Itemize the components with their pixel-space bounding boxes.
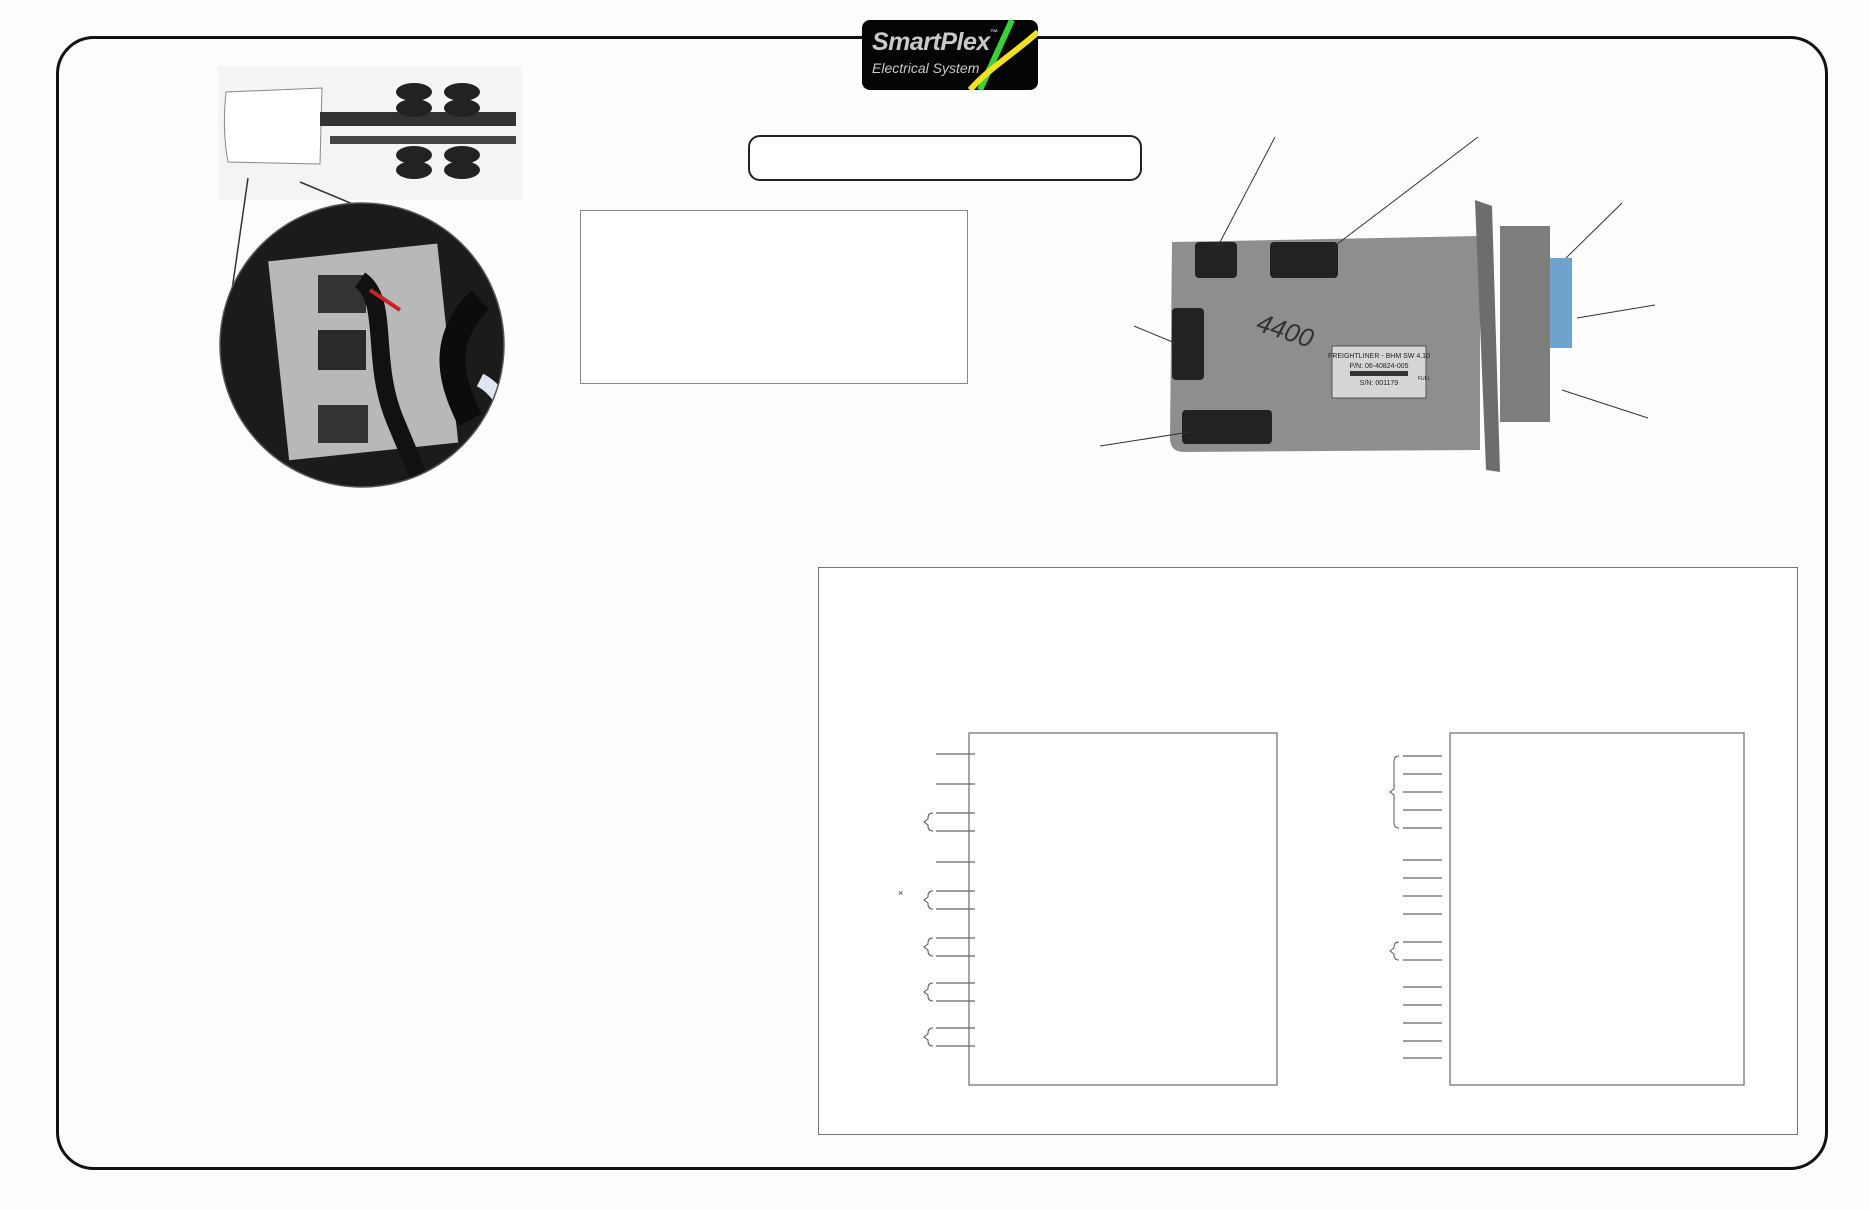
pin-group-brace bbox=[923, 812, 934, 832]
pinout-panel bbox=[818, 567, 1798, 1135]
callout-arrows bbox=[1099, 136, 1656, 447]
pin-group-brace bbox=[923, 890, 934, 910]
logo-name: SmartPlex™ bbox=[872, 28, 998, 56]
pin-group-brace bbox=[1389, 755, 1400, 829]
logo-wires-icon bbox=[967, 20, 1038, 90]
pin-group-brace bbox=[923, 937, 934, 957]
svg-text:×: × bbox=[898, 888, 903, 898]
description-box bbox=[580, 210, 968, 384]
pin-group-brace bbox=[923, 982, 934, 1002]
module-label-line: S/N: 001179 bbox=[1360, 380, 1399, 387]
connector-diagram-box bbox=[968, 732, 1278, 1086]
connector-diagrams: × bbox=[898, 732, 1745, 1086]
module-label-line: FREIGHTLINER - BHM SW 4.10 bbox=[1328, 353, 1430, 360]
pin-group-brace bbox=[923, 1027, 934, 1047]
module-install-closeup-image bbox=[219, 202, 505, 488]
connector-diagram-box bbox=[1449, 732, 1745, 1086]
truck-chassis-image bbox=[218, 66, 522, 291]
title-box bbox=[748, 135, 1142, 181]
smartplex-logo: SmartPlex™ Electrical System bbox=[862, 20, 1038, 90]
module-label-line: FULL bbox=[1418, 376, 1430, 382]
pin-group-brace bbox=[1389, 941, 1400, 961]
module-photo: FREIGHTLINER - BHM SW 4.10 P/N: 06-40824… bbox=[1099, 136, 1656, 472]
module-label-line: P/N: 06-40824-005 bbox=[1349, 363, 1408, 370]
logo-tagline: Electrical System bbox=[872, 60, 980, 76]
